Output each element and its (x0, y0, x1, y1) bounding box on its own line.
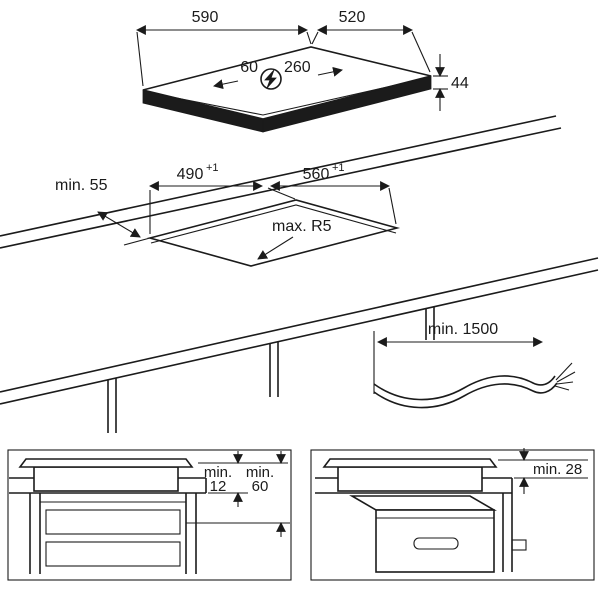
connection-left-label: 60 (240, 59, 258, 76)
power-connection: 60 260 (213, 59, 343, 90)
hob-glass-section (18, 458, 194, 468)
dim-cutout-width: 490 +1 (149, 162, 296, 234)
cable-outline-bottom (373, 382, 558, 409)
cable-wire-ends (554, 362, 576, 391)
drawer-gap-min-label: min. (204, 464, 232, 481)
oven-handle (413, 537, 459, 550)
dim-corner-radius: max. R5 (257, 218, 332, 260)
worktop-view: 490 +1 560 +1 min. 55 max. R5 (0, 115, 599, 433)
cutout-edge-extension (123, 237, 151, 246)
hob-depth-label: 520 (339, 9, 366, 26)
fixing-screw (511, 539, 527, 551)
vent-gap-value-label: 60 (252, 478, 269, 495)
hob-glass-section-oven (322, 458, 498, 468)
oven-section-frame (310, 449, 595, 581)
connection-right-label: 260 (284, 59, 311, 76)
base-cabinet (29, 493, 197, 574)
hob-thickness-label: 44 (451, 75, 469, 92)
cutout-width-label: 490 (177, 166, 204, 183)
oven-clearance-label: min. 28 (533, 461, 582, 478)
section-drawer-installation: min. 12 min. 60 (7, 449, 292, 581)
drawer-front-top (45, 509, 181, 535)
dim-cutout-depth: 560 +1 (270, 162, 397, 225)
section-oven-installation: min. 28 (310, 448, 595, 581)
dim-rear-clearance: min. 55 (55, 177, 141, 238)
power-connection-icon (264, 69, 277, 89)
worktop-rear-edge-top (0, 115, 557, 237)
built-in-oven (349, 495, 497, 573)
corner-radius-label: max. R5 (272, 218, 332, 235)
dim-hob-depth: 520 (311, 9, 431, 73)
dim-hob-thickness: 44 (433, 54, 469, 111)
hob-body-section (33, 466, 179, 492)
hob-isometric-view: 590 520 44 60 260 (136, 9, 469, 133)
worktop-front-edge-top (0, 257, 599, 393)
dim-drawer-clearances: min. 12 min. 60 (186, 451, 290, 537)
drawer-front-bottom (45, 541, 181, 567)
rear-clearance-label: min. 55 (55, 177, 108, 194)
cable-outline-top (373, 375, 556, 401)
vent-gap-min-label: min. (246, 464, 274, 481)
mains-cable: min. 1500 (373, 321, 576, 409)
worktop-legs (107, 307, 435, 433)
cutout-width-tolerance: +1 (206, 162, 219, 174)
oven-front (375, 509, 495, 573)
dim-oven-clearance: min. 28 (498, 448, 588, 494)
cable-length-label: min. 1500 (428, 321, 498, 338)
dim-hob-width: 590 (136, 9, 312, 87)
cutout-depth-label: 560 (303, 166, 330, 183)
worktop-front-edge-bottom (0, 269, 599, 405)
drawer-gap-value-label: 12 (210, 478, 227, 495)
hob-glass-top (142, 46, 432, 120)
cutout-inner-edge (150, 204, 397, 244)
worktop-cutout (123, 199, 401, 267)
oven-top (349, 495, 497, 511)
drawer-section-frame (7, 449, 292, 581)
hob-body-section-oven (337, 466, 483, 492)
hob-glass-bevel (150, 78, 424, 116)
hob-width-label: 590 (192, 9, 219, 26)
cutout-depth-tolerance: +1 (332, 162, 345, 174)
